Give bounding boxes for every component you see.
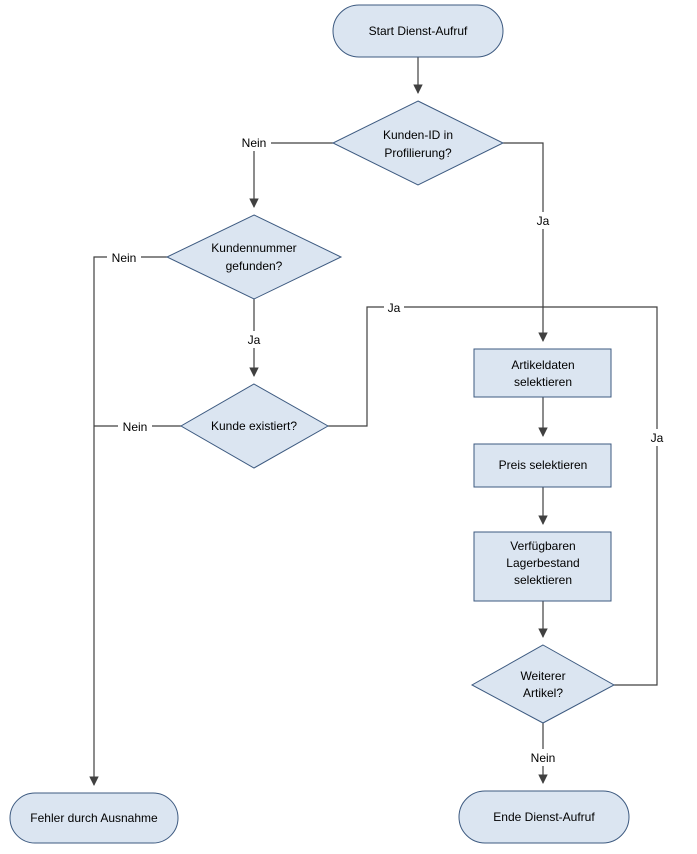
decision-weiterer-artikel: Weiterer Artikel?: [470, 644, 616, 724]
edge-label-existiert-nein: Nein: [123, 420, 148, 434]
process-preis: Preis selektieren: [473, 443, 612, 488]
decision-kundennummer: Kundennummer gefunden?: [165, 214, 343, 300]
process-artikeldaten-line2: selektieren: [514, 375, 572, 389]
decision-kundenid: Kunden-ID in Profilierung?: [331, 100, 505, 186]
decision-kunde-existiert: Kunde existiert?: [179, 383, 330, 469]
edge-label-weiterer-ja: Ja: [651, 431, 664, 445]
edge-existiert-ja: [328, 306, 543, 427]
edge-labels: Nein Ja Nein Ja Nein Ja Ja Nein: [107, 134, 667, 766]
end-ende-label: Ende Dienst-Aufruf: [493, 810, 595, 824]
end-fehler-label: Fehler durch Ausnahme: [30, 811, 158, 825]
edge-label-kundenid-nein: Nein: [242, 136, 267, 150]
decision-weiterer-line1: Weiterer: [520, 669, 565, 683]
edge-label-weiterer-nein: Nein: [531, 751, 556, 765]
decision-kundenid-line1: Kunden-ID in: [383, 128, 453, 142]
decision-kundenid-line2: Profilierung?: [384, 146, 452, 160]
edge-label-kundenid-ja: Ja: [537, 214, 550, 228]
edge-kundenid-ja: [503, 142, 548, 342]
process-artikeldaten: Artikeldaten selektieren: [473, 348, 612, 398]
process-lagerbestand: Verfügbaren Lagerbestand selektieren: [473, 531, 612, 602]
edge-weiterer-ja: [543, 306, 658, 686]
edge-label-kundennummer-ja: Ja: [248, 333, 261, 347]
decision-kundennummer-line1: Kundennummer: [211, 241, 296, 255]
process-preis-label: Preis selektieren: [499, 458, 588, 472]
process-lagerbestand-line3: selektieren: [514, 573, 572, 587]
edge-kundenid-nein: [249, 142, 333, 208]
edge-label-existiert-ja: Ja: [388, 301, 401, 315]
decision-kundennummer-line2: gefunden?: [226, 259, 283, 273]
end-fehler-terminator: Fehler durch Ausnahme: [9, 792, 179, 844]
process-artikeldaten-line1: Artikeldaten: [511, 358, 574, 372]
edge-kundennummer-nein: [89, 256, 167, 786]
start-label: Start Dienst-Aufruf: [369, 24, 468, 38]
decision-weiterer-line2: Artikel?: [523, 686, 563, 700]
process-lagerbestand-line1: Verfügbaren: [510, 539, 575, 553]
start-terminator: Start Dienst-Aufruf: [332, 4, 504, 58]
edge-label-kundennummer-nein: Nein: [112, 251, 137, 265]
process-lagerbestand-line2: Lagerbestand: [506, 556, 579, 570]
end-ende-terminator: Ende Dienst-Aufruf: [458, 790, 630, 844]
decision-kunde-existiert-label: Kunde existiert?: [211, 419, 297, 433]
